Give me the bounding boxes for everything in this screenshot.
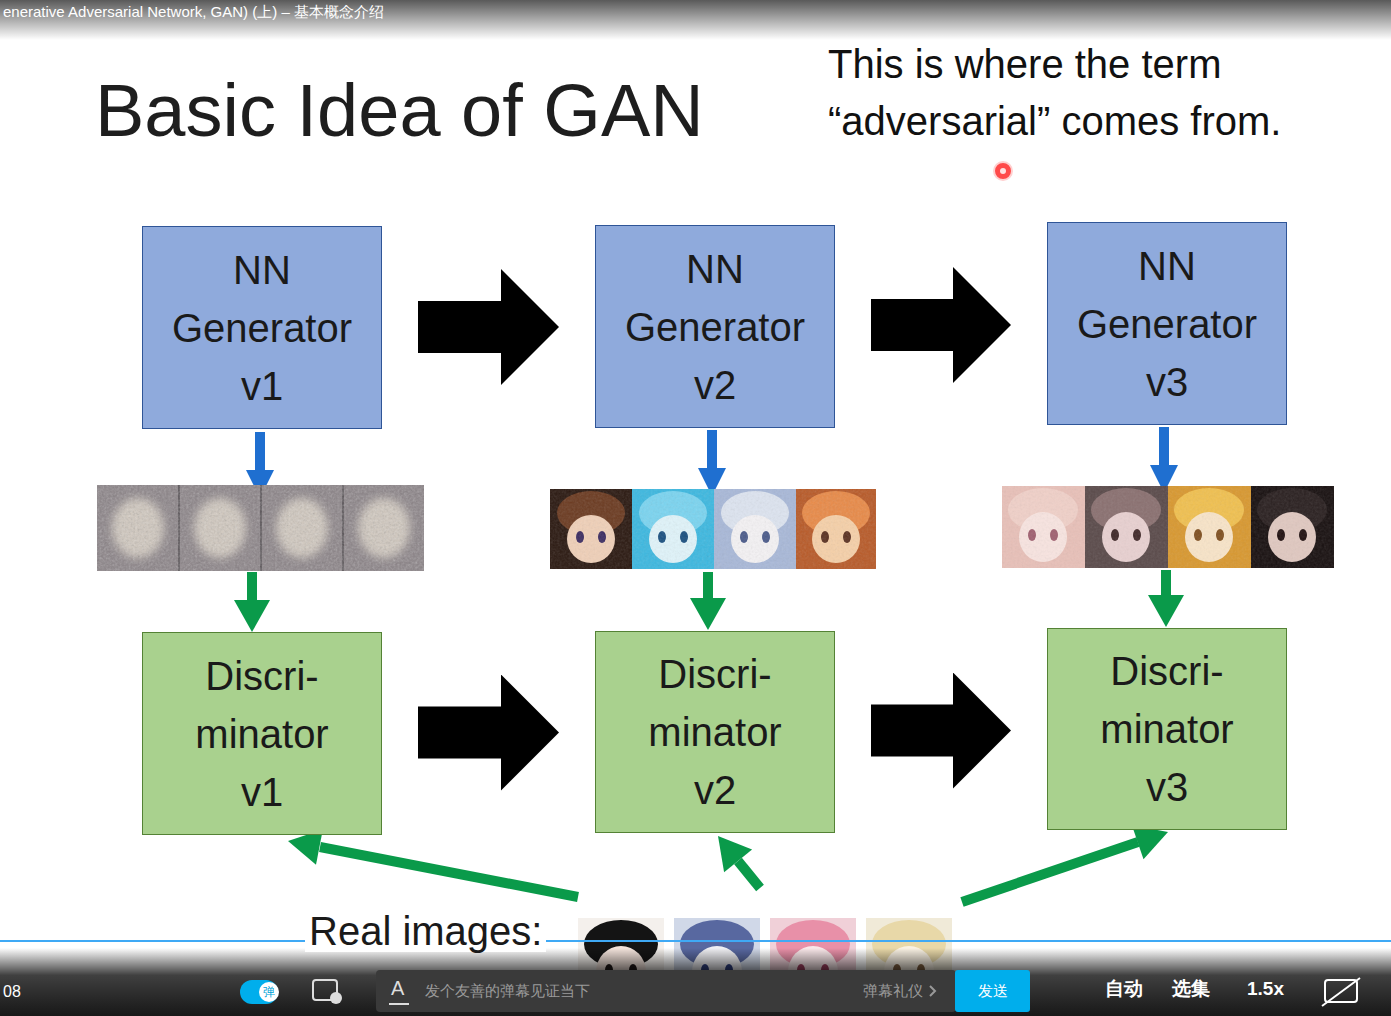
real-images-label: Real images: [305,910,546,952]
progress-bar [0,940,1391,942]
subtitle-icon [1322,978,1360,1006]
node-label: Discri- minator v1 [195,647,328,821]
node-label: NN Generator v1 [172,241,352,415]
flow-arrow [418,301,503,353]
node-label: NN Generator v3 [1077,237,1257,411]
control-bar [0,948,1391,1016]
video-title: enerative Adversarial Network, GAN) (上) … [3,3,384,21]
font-icon [389,1003,409,1005]
generated-images [97,485,424,571]
generated-images [550,489,876,569]
node-label: Discri- minator v3 [1100,642,1233,816]
generated-images [1002,486,1334,568]
generator-box: NN Generator v1 [142,226,382,429]
font-icon: A [391,976,404,1000]
send-button-label: 发送 [955,970,1030,1012]
flow-arrow [871,299,955,351]
send-button [955,970,1030,1012]
judge-arrow [234,570,1184,632]
toggle-knob: 弹 [259,982,279,1002]
title-shade [0,0,1391,40]
node-label: Discri- minator v2 [648,645,781,819]
input-box [376,970,956,1012]
flow-arrow [418,707,503,759]
quality-button: 自动 [1105,978,1143,1001]
input-placeholder: 发个友善的弹幕见证当下 [425,982,590,1000]
settings-icon [330,992,342,1004]
danmaku-toggle [240,980,278,1004]
node-label: NN Generator v2 [625,240,805,414]
etiquette-link: 弹幕礼仪 [863,982,923,1000]
flow-arrow [871,705,955,757]
discriminator-box: Discri- minator v1 [142,632,382,835]
chevron-icon [930,986,935,996]
slide-title: Basic Idea of GAN [95,70,704,151]
discriminator-box: Discri- minator v2 [595,631,835,833]
generator-box: NN Generator v3 [1047,222,1287,425]
episode-button: 选集 [1172,978,1210,1001]
generator-box: NN Generator v2 [595,225,835,428]
speed-button: 1.5x [1247,978,1284,1001]
laser-pointer [1000,168,1006,174]
note-text: This is where the term “adversarial” com… [828,36,1368,150]
real-image-arrow [288,825,1168,902]
time-display: 08 [3,982,21,1001]
discriminator-box: Discri- minator v3 [1047,628,1287,830]
laser-pointer [994,162,1012,180]
